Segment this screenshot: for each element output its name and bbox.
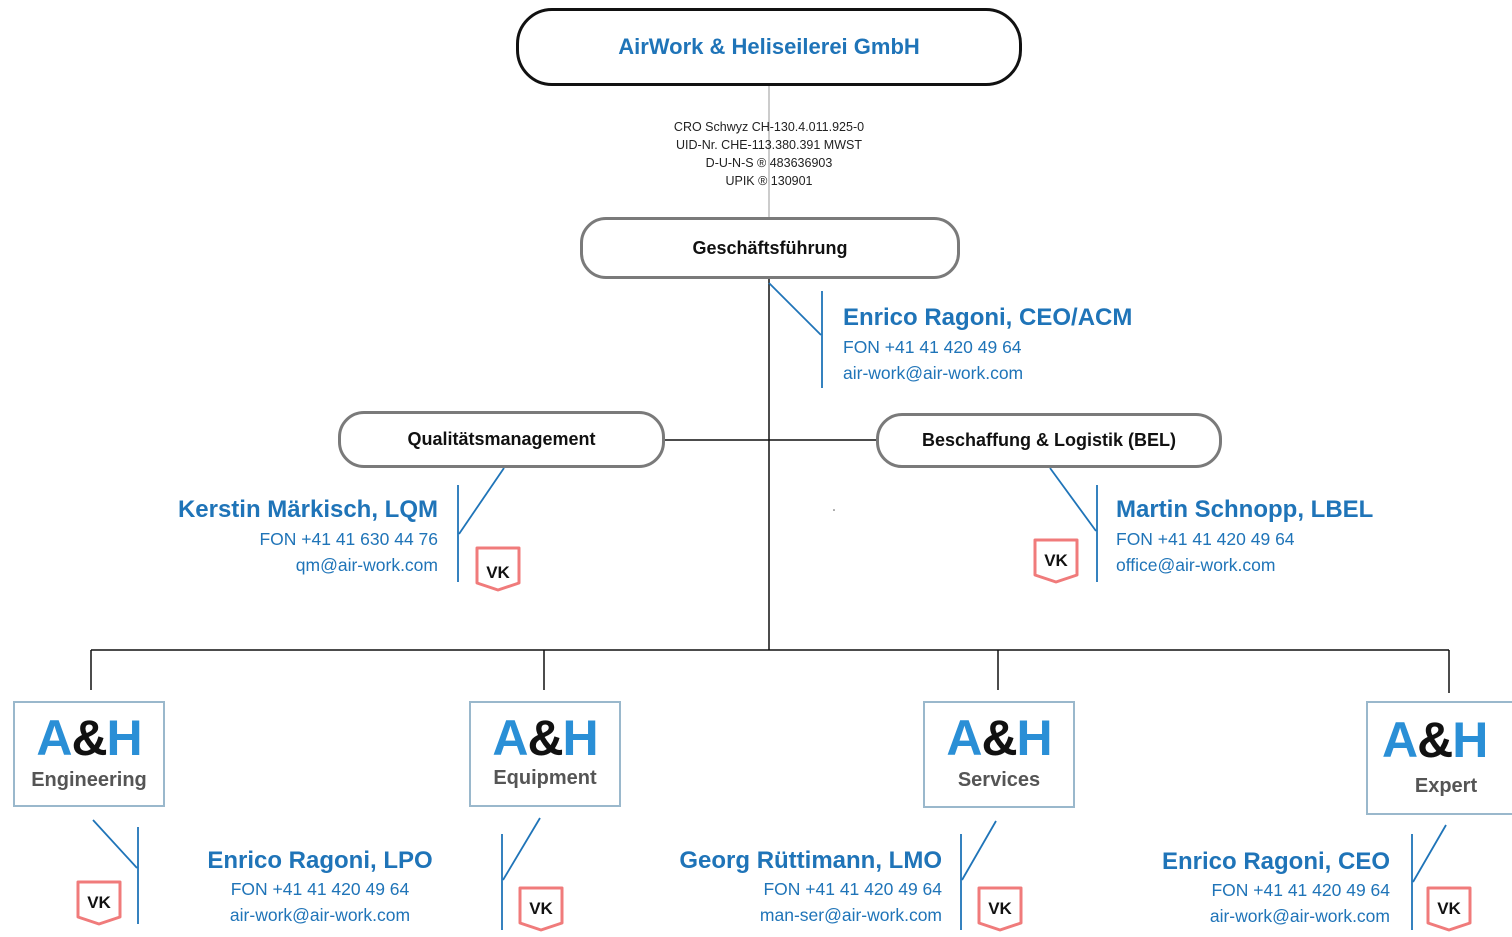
division-contact: Enrico Ragoni, CEO FON +41 41 420 49 64 … xyxy=(1060,847,1390,929)
division-name: Services xyxy=(957,769,1041,791)
quality-box: Qualitätsmanagement xyxy=(338,411,665,468)
brand-a: A xyxy=(36,710,72,766)
vk-badge: VK xyxy=(1424,886,1474,932)
division-name: Expert xyxy=(1414,775,1478,797)
company-name: AirWork & Heliseilerei GmbH xyxy=(618,34,920,59)
quality-contact: Kerstin Märkisch, LQM FON +41 41 630 44 … xyxy=(100,494,438,578)
registry-line: UPIK ® 130901 xyxy=(725,174,813,188)
brand-mark: A&H xyxy=(925,713,1073,763)
brand-h: H xyxy=(1452,712,1488,768)
division-logo-expert: A&H Expert xyxy=(1366,701,1512,815)
vk-badge-label: VK xyxy=(1437,899,1461,918)
person-email: air-work@air-work.com xyxy=(1209,906,1390,926)
brand-mark: A&H xyxy=(1382,715,1512,765)
person-email: qm@air-work.com xyxy=(295,555,438,575)
vk-badge-label: VK xyxy=(486,563,510,582)
vk-badge-shape xyxy=(76,880,122,926)
division-logo-engineering: A&H Engineering xyxy=(13,701,165,807)
person-name: Enrico Ragoni, CEO xyxy=(1161,848,1390,875)
logistics-box: Beschaffung & Logistik (BEL) xyxy=(876,413,1222,468)
callout-logistics xyxy=(1049,467,1097,532)
person-name: Enrico Ragoni, CEO/ACM xyxy=(843,304,1133,331)
person-email: office@air-work.com xyxy=(1116,555,1276,575)
person-name: Georg Rüttimann, LMO xyxy=(679,847,942,874)
brand-h: H xyxy=(562,710,599,766)
vk-badge-shape xyxy=(475,546,521,592)
person-phone: FON +41 41 420 49 64 xyxy=(763,879,942,899)
logistics-contact: Martin Schnopp, LBEL FON +41 41 420 49 6… xyxy=(1116,494,1373,578)
logistics-label: Beschaffung & Logistik (BEL) xyxy=(921,430,1176,450)
brand-amp: & xyxy=(71,710,107,766)
division-contact: Georg Rüttimann, LMO FON +41 41 420 49 6… xyxy=(600,846,942,928)
brand-amp: & xyxy=(981,710,1017,766)
vk-badge-shape xyxy=(518,886,564,932)
division-logo-services: A&H Services xyxy=(923,701,1075,808)
management-contact: Enrico Ragoni, CEO/ACM FON +41 41 420 49… xyxy=(843,302,1132,386)
vk-badge-shape xyxy=(1033,538,1079,584)
brand-amp: & xyxy=(527,710,563,766)
registry-line: CRO Schwyz CH-130.4.011.925-0 xyxy=(673,120,865,134)
person-phone: FON +41 41 420 49 64 xyxy=(230,879,410,899)
callout-management xyxy=(768,282,822,336)
division-logo-equipment: A&H Equipment xyxy=(469,701,621,807)
person-email: air-work@air-work.com xyxy=(843,363,1024,383)
management-label: Geschäftsführung xyxy=(692,237,848,258)
division-name: Equipment xyxy=(493,767,597,789)
callout-division-4 xyxy=(1412,824,1447,883)
vk-badge-shape xyxy=(977,886,1023,932)
vk-badge: VK xyxy=(516,886,566,932)
vk-badge-label: VK xyxy=(1044,551,1068,570)
person-phone: FON +41 41 420 49 64 xyxy=(1211,880,1390,900)
brand-amp: & xyxy=(1417,712,1453,768)
vk-badge: VK xyxy=(473,546,523,592)
registry-line: UID-Nr. CHE-113.380.391 MWST xyxy=(676,138,862,152)
callout-division-3 xyxy=(961,820,997,881)
registry-line: D-U-N-S ® 483636903 xyxy=(705,156,833,170)
vk-badge: VK xyxy=(1031,538,1081,584)
person-email: air-work@air-work.com xyxy=(229,905,411,925)
management-box: Geschäftsführung xyxy=(580,217,960,279)
vk-badge: VK xyxy=(975,886,1025,932)
person-name: Kerstin Märkisch, LQM xyxy=(177,496,438,523)
person-name: Martin Schnopp, LBEL xyxy=(1116,496,1374,523)
person-name: Enrico Ragoni, LPO xyxy=(207,847,433,874)
brand-a: A xyxy=(492,710,528,766)
brand-h: H xyxy=(1016,710,1053,766)
division-name: Engineering xyxy=(31,769,147,791)
brand-mark: A&H xyxy=(471,713,619,763)
stray-dot xyxy=(833,509,835,511)
brand-mark: A&H xyxy=(15,713,163,763)
person-email: man-ser@air-work.com xyxy=(759,905,942,925)
person-phone: FON +41 41 420 49 64 xyxy=(843,337,1022,357)
person-phone: FON +41 41 630 44 76 xyxy=(259,529,438,549)
brand-h: H xyxy=(106,710,143,766)
person-phone: FON +41 41 420 49 64 xyxy=(1116,529,1295,549)
callout-division-2 xyxy=(502,817,541,881)
vk-badge-label: VK xyxy=(87,893,111,912)
division-contact: Enrico Ragoni, LPO FON +41 41 420 49 64 … xyxy=(170,846,470,928)
brand-a: A xyxy=(946,710,982,766)
vk-badge: VK xyxy=(74,880,124,926)
brand-a: A xyxy=(1382,712,1418,768)
quality-label: Qualitätsmanagement xyxy=(407,429,596,449)
vk-badge-label: VK xyxy=(988,899,1012,918)
vk-badge-shape xyxy=(1426,886,1472,932)
registry-info: CRO Schwyz CH-130.4.011.925-0 UID-Nr. CH… xyxy=(600,118,938,190)
vk-badge-label: VK xyxy=(529,899,553,918)
callout-quality xyxy=(458,467,505,535)
callout-division-1 xyxy=(92,819,138,869)
company-name-box: AirWork & Heliseilerei GmbH xyxy=(516,8,1022,86)
